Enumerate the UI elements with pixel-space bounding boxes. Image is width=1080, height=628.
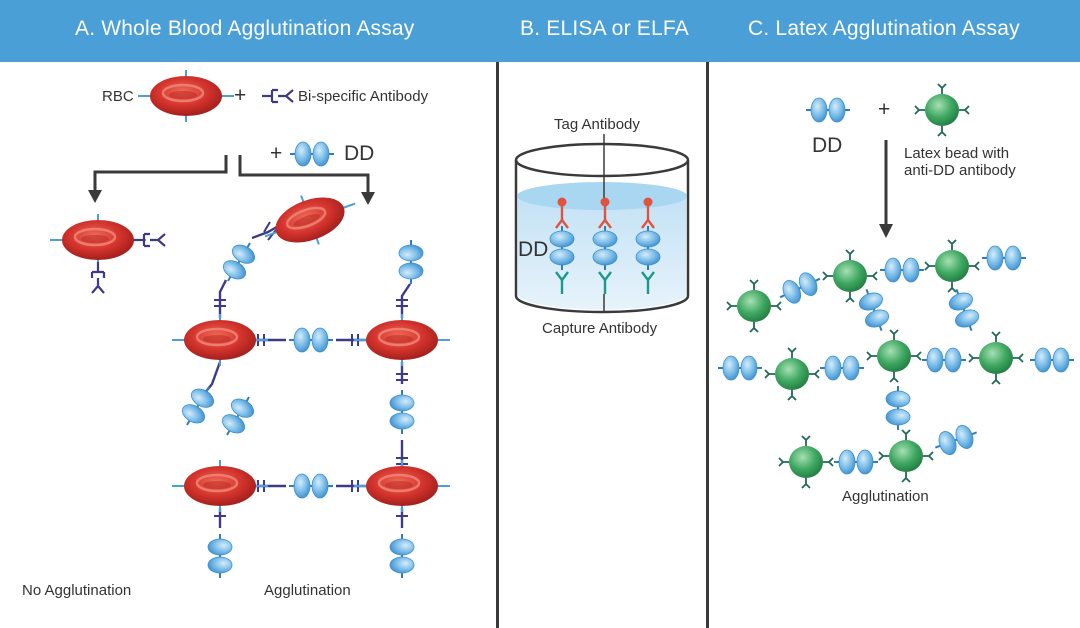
no-agglutination-label: No Agglutination	[22, 582, 132, 599]
arrow-down-left-icon	[88, 190, 102, 203]
dd-label-a: DD	[344, 142, 375, 165]
capture-antibody-label: Capture Antibody	[542, 320, 658, 337]
panel-a-title: A. Whole Blood Agglutination Assay	[75, 17, 415, 40]
latex-network	[717, 239, 1075, 489]
latex-bead-label-line2: anti-DD antibody	[904, 162, 1016, 179]
divider-ab	[496, 62, 499, 628]
divider-bc	[706, 62, 709, 628]
dd-legend-icon-c	[805, 97, 851, 123]
agglutination-label-c: Agglutination	[842, 488, 929, 505]
antibody-sandwich	[549, 198, 660, 295]
agglutination-network	[170, 177, 452, 579]
rbc-label: RBC	[102, 88, 134, 105]
bispecific-antibody-label: Bi-specific Antibody	[298, 88, 429, 105]
dd-legend-icon	[289, 141, 335, 167]
well-rim	[514, 142, 690, 178]
dd-label-c: DD	[812, 134, 843, 157]
panel-a-diagram	[48, 68, 452, 579]
plus-dd-sign: +	[270, 142, 283, 165]
panel-b-diagram	[514, 134, 690, 314]
liquid-surface	[517, 182, 687, 210]
no-agglutination-cell	[48, 212, 167, 295]
plus-sign: +	[234, 84, 247, 107]
dd-label-b: DD	[518, 238, 549, 261]
bispecific-legend-icon	[260, 88, 295, 104]
agglutination-label-a: Agglutination	[264, 582, 351, 599]
latex-bead-legend-icon	[914, 83, 970, 137]
rbc-legend-icon	[136, 68, 236, 124]
latex-bead-label-line1: Latex bead with	[904, 145, 1010, 162]
branch-arrows	[93, 155, 370, 194]
arrow-down-right-icon	[361, 192, 375, 205]
tag-antibody-label: Tag Antibody	[554, 116, 640, 133]
arrow-down-icon	[879, 224, 893, 238]
panel-c-diagram	[717, 83, 1075, 489]
plus-sign-c: +	[878, 98, 891, 121]
panel-b-title: B. ELISA or ELFA	[520, 17, 689, 40]
panel-c-title: C. Latex Agglutination Assay	[748, 17, 1020, 40]
header-bar: A. Whole Blood Agglutination Assay B. EL…	[0, 0, 1080, 62]
